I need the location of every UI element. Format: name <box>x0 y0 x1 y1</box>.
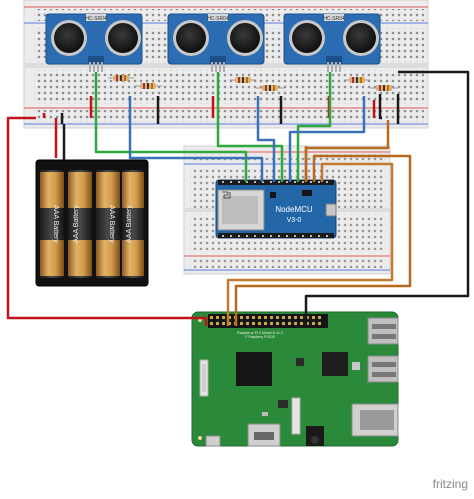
wires <box>6 70 470 326</box>
resistors <box>108 75 398 91</box>
wire-green-2 <box>216 72 284 182</box>
sensor-1-label: HC-SR04 <box>85 16 107 22</box>
ultrasonic-sensor-3: HC-SR04 <box>283 13 381 72</box>
ultrasonic-sensor-1: HC-SR04 <box>45 13 143 72</box>
resistor-1b <box>134 83 162 89</box>
wire-red-power <box>6 116 208 326</box>
battery-3-label: AAA Battery <box>108 205 115 243</box>
resistor-1a <box>108 75 134 81</box>
wire-green-1 <box>94 72 248 182</box>
battery-2: AAA Battery <box>68 170 92 278</box>
resistor-2b <box>256 85 284 91</box>
sensor-2-label: HC-SR04 <box>207 16 229 22</box>
wire-blue-1 <box>128 96 264 182</box>
nodemcu-board: NodeMCU V3-0 <box>215 179 337 239</box>
wire-black-small <box>378 94 382 120</box>
resistor-2a <box>230 77 256 83</box>
battery-4: AAA Battery <box>122 170 144 278</box>
battery-4-label: AAA Battery <box>126 205 133 243</box>
resistor-3a <box>344 77 370 83</box>
sensor-3-label: HC-SR04 <box>323 16 345 22</box>
wire-green-3 <box>296 72 332 182</box>
fritzing-watermark: fritzing <box>433 477 468 491</box>
battery-1: AAA Battery <box>40 170 64 278</box>
nodemcu-title: NodeMCU <box>275 205 313 214</box>
raspberry-pi-board: Raspberry Pi 3 Model B v1.2 © Raspberry … <box>191 311 399 447</box>
wire-blue-2 <box>256 96 276 182</box>
pi-model-label: Raspberry Pi 3 Model B v1.2 <box>237 331 283 335</box>
wire-black-ground <box>304 70 470 326</box>
gpio-header <box>210 316 321 325</box>
battery-pack: AAA Battery AAA Battery AAA Battery AAA … <box>35 159 149 287</box>
ultrasonic-sensor-2: HC-SR04 <box>167 13 265 72</box>
battery-1-label: AAA Battery <box>52 205 59 243</box>
wire-brown-4 <box>226 162 394 326</box>
battery-3: AAA Battery <box>96 170 120 278</box>
battery-2-label: AAA Battery <box>73 205 80 243</box>
pi-copyright-label: © Raspberry Pi 2015 <box>245 335 275 339</box>
nodemcu-version: V3-0 <box>287 217 302 224</box>
wire-blue-3 <box>288 96 366 182</box>
resistor-3b <box>370 85 398 91</box>
wire-brown-3 <box>234 154 412 326</box>
